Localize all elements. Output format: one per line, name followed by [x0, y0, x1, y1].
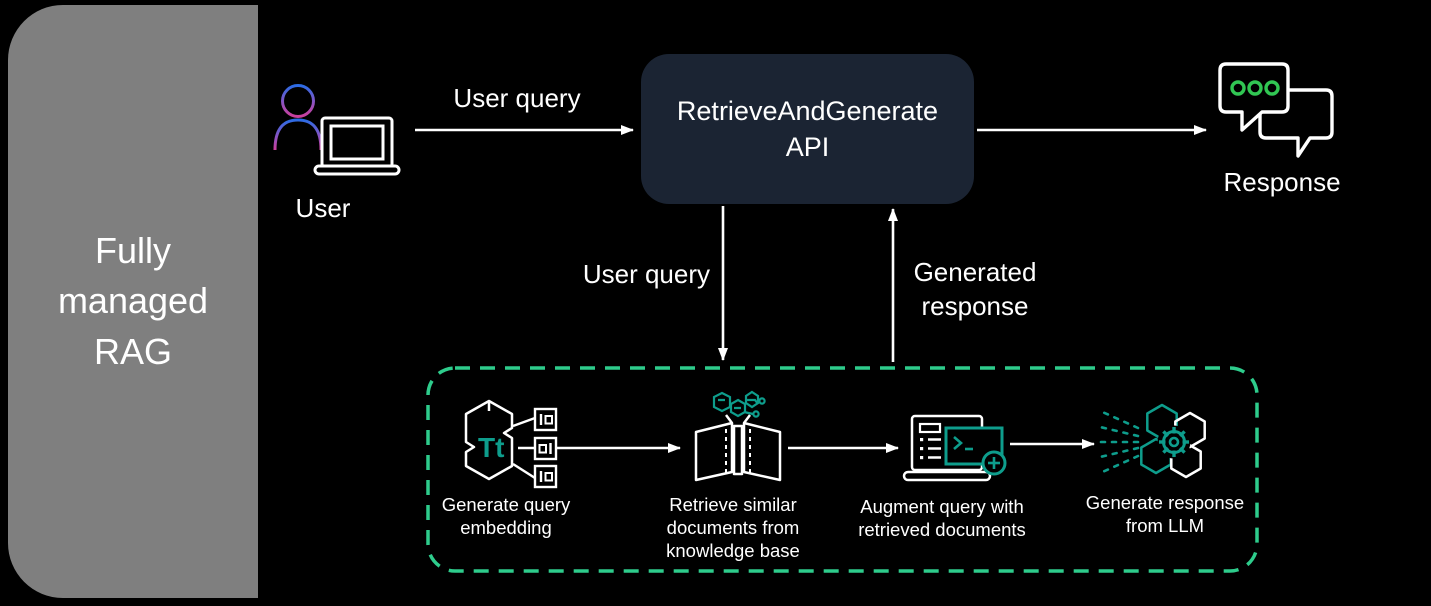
terminal-window	[944, 426, 1004, 466]
side-panel: Fully managed RAG	[8, 5, 258, 598]
llm-gear-hexagon-icon	[1094, 398, 1208, 486]
step-label-generate-response-from-llm: Generate response from LLM	[1085, 492, 1245, 536]
step-label-retrieve-similar-documents: Retrieve similar documents from knowledg…	[666, 494, 800, 561]
user-query-label: User query	[453, 83, 581, 113]
person-icon	[273, 84, 323, 151]
front-chat-bubble-icon	[1218, 62, 1290, 132]
user-label: User	[295, 193, 351, 223]
generated-response-label: Generated response	[913, 257, 1037, 321]
api-node-label: RetrieveAndGenerate API	[676, 95, 939, 162]
workflow-dashed-border	[426, 366, 1259, 573]
circuit-brain-icon	[712, 390, 766, 418]
embedding-vector-squares	[533, 407, 558, 489]
chat-dot	[1230, 80, 1246, 96]
user-query-down-label: User query	[582, 259, 710, 289]
user-icon	[270, 80, 401, 176]
knowledge-base-book-icon	[688, 388, 788, 488]
response-chat-icon	[1214, 58, 1338, 158]
embedding-glyph: Tt	[478, 432, 504, 463]
retrieve-and-generate-api-node: RetrieveAndGenerate API	[641, 54, 974, 204]
step-label-generate-query-embedding: Generate query embedding	[441, 494, 571, 538]
response-label: Response	[1223, 167, 1341, 197]
open-book-shape	[694, 414, 782, 482]
laptop-icon	[313, 116, 401, 176]
gear-icon	[1157, 425, 1191, 459]
spray-lines-icon	[1094, 408, 1140, 476]
step-label-augment-query: Augment query with retrieved documents	[858, 496, 1026, 540]
text-embedding-icon: Tt	[455, 398, 567, 494]
terminal-plus-icon	[898, 410, 1010, 488]
side-panel-title: Fully managed RAG	[57, 229, 209, 372]
plus-circle-icon	[981, 450, 1007, 476]
chat-dot	[1264, 80, 1280, 96]
chat-dot	[1247, 80, 1263, 96]
